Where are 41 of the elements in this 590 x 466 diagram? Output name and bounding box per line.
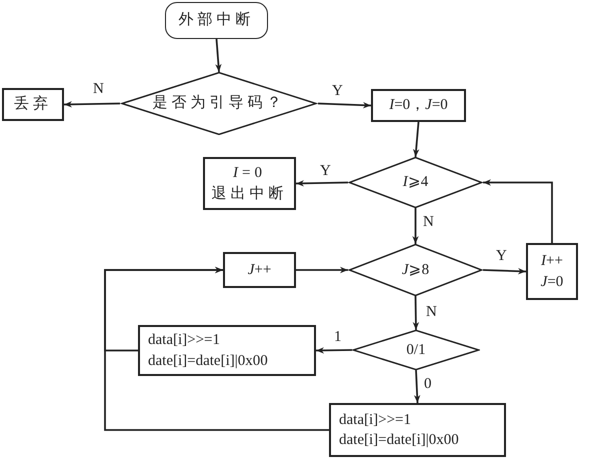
- node-text: J⩾8: [402, 260, 430, 280]
- process-box: [329, 403, 506, 457]
- node-text: 是否为引导码？: [152, 94, 286, 114]
- arrow: [104, 266, 329, 431]
- arrow: [412, 296, 420, 330]
- arrow: [296, 180, 348, 187]
- process-box: [526, 243, 578, 300]
- process-box: [371, 89, 466, 122]
- decision-diamond: [120, 72, 318, 135]
- arrow: [413, 122, 420, 158]
- node-text: J++: [248, 260, 272, 280]
- process-box: [223, 252, 296, 288]
- node-text: data[i]>>=1: [148, 331, 220, 350]
- decision-diamond: [348, 244, 483, 296]
- arrow: [412, 208, 419, 244]
- node-text: I++: [541, 252, 563, 272]
- process-box: [2, 88, 64, 121]
- node-text: 丢弃: [14, 94, 52, 114]
- arrow: [482, 268, 526, 274]
- node-text: I=0: [233, 164, 266, 184]
- node-text: 外部中断: [178, 10, 254, 30]
- node-text: 退出中断: [212, 184, 288, 204]
- arrow: [483, 179, 553, 243]
- arrow: [215, 38, 222, 72]
- node-text: J=0: [540, 272, 564, 292]
- decision-diamond: [348, 157, 483, 208]
- arrow: [318, 102, 372, 108]
- decision-diamond: [352, 330, 480, 370]
- process-box: [203, 157, 296, 210]
- node-text: date[i]=date[i]|0x00: [148, 352, 268, 370]
- start-terminal: [165, 2, 268, 39]
- node-text: date[i]=date[i]|0x00: [339, 431, 459, 450]
- arrow: [316, 347, 352, 354]
- arrow: [296, 266, 348, 274]
- node-text: 0/1: [406, 340, 426, 360]
- process-box: [138, 325, 316, 376]
- node-text: I=0，J=0: [389, 96, 448, 116]
- arrow: [64, 101, 120, 108]
- node-text: data[i]>>=1: [339, 410, 412, 430]
- node-text: I⩾4: [402, 173, 428, 192]
- arrow: [414, 370, 420, 404]
